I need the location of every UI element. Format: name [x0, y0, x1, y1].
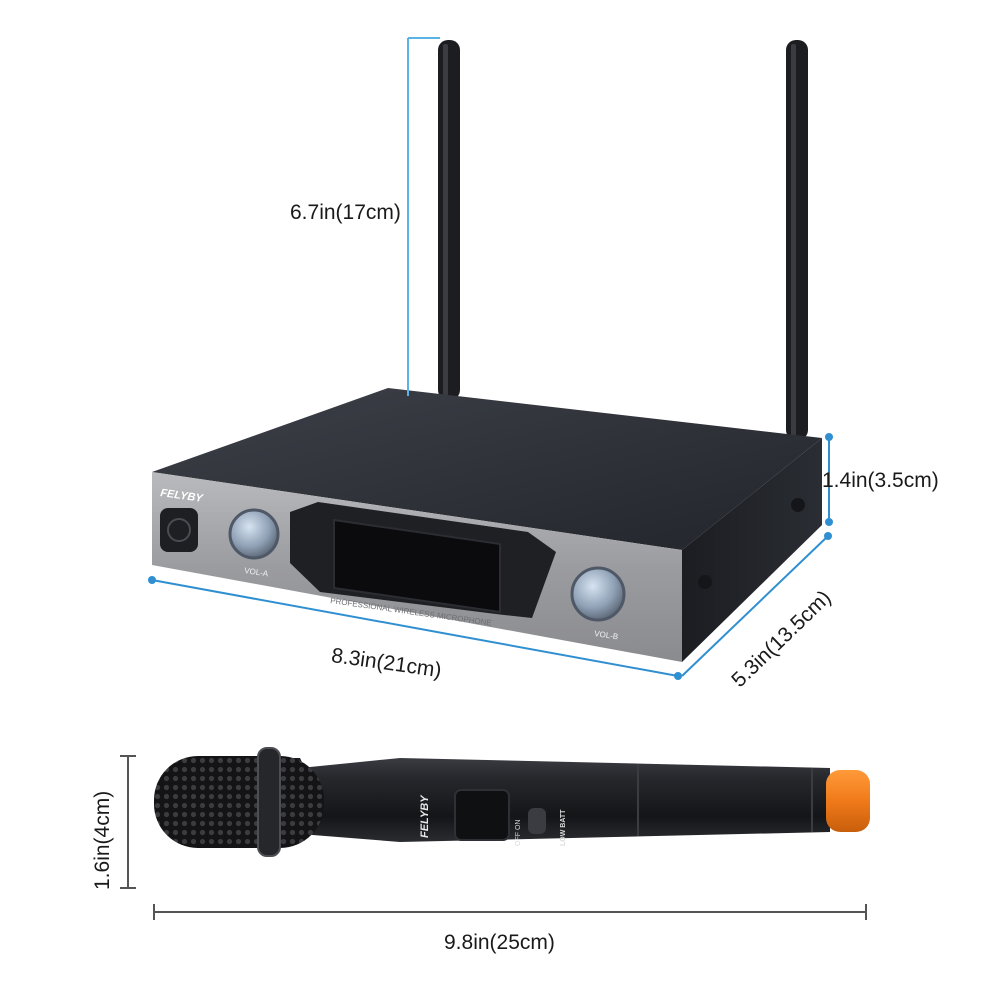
- mic-switch-label: OFF ON: [515, 820, 522, 846]
- volume-knob-b[interactable]: [570, 566, 626, 622]
- width-dimension-line: [148, 576, 682, 680]
- receiver-height-label: 1.4in(3.5cm): [822, 469, 939, 492]
- mic-diameter-label: 1.6in(4cm): [91, 790, 114, 890]
- antenna-left: [438, 40, 460, 400]
- screw-icon: [698, 575, 712, 589]
- handheld-microphone: FELYBY OFF ON LOW BATT: [154, 747, 870, 857]
- knob-a-label: VOL-A: [244, 566, 270, 578]
- volume-knob-a[interactable]: [228, 508, 280, 560]
- mic-battery-window: [454, 789, 510, 841]
- receiver-unit: FELYBY PROFESSIONAL WIRELESS MICROPHONE …: [152, 388, 822, 662]
- screw-icon: [791, 498, 805, 512]
- mic-length-dimension-line: [153, 904, 867, 920]
- mic-body: [300, 758, 830, 842]
- receiver-top: [152, 388, 822, 550]
- display-screen: [333, 518, 501, 614]
- knob-b-label: VOL-B: [594, 629, 619, 641]
- antenna-right: [786, 40, 808, 440]
- power-icon: [167, 518, 191, 542]
- depth-dimension-line: [681, 532, 832, 677]
- height-dimension-line: [825, 433, 833, 526]
- mic-brand-logo: FELYBY: [419, 794, 431, 838]
- mic-ring: [257, 747, 281, 857]
- antenna-height-label: 6.7in(17cm): [290, 201, 401, 224]
- mic-length-label: 9.8in(25cm): [444, 931, 555, 954]
- mic-diameter-dimension-line: [120, 755, 136, 889]
- antenna-dimension-line: [407, 37, 440, 396]
- power-button[interactable]: [160, 508, 198, 552]
- receiver-side: [682, 438, 822, 662]
- mic-end-cap: [826, 770, 870, 832]
- mic-mesh-head: [154, 756, 324, 848]
- mic-power-switch[interactable]: [528, 808, 546, 834]
- mic-battery-label: LOW BATT: [560, 809, 567, 846]
